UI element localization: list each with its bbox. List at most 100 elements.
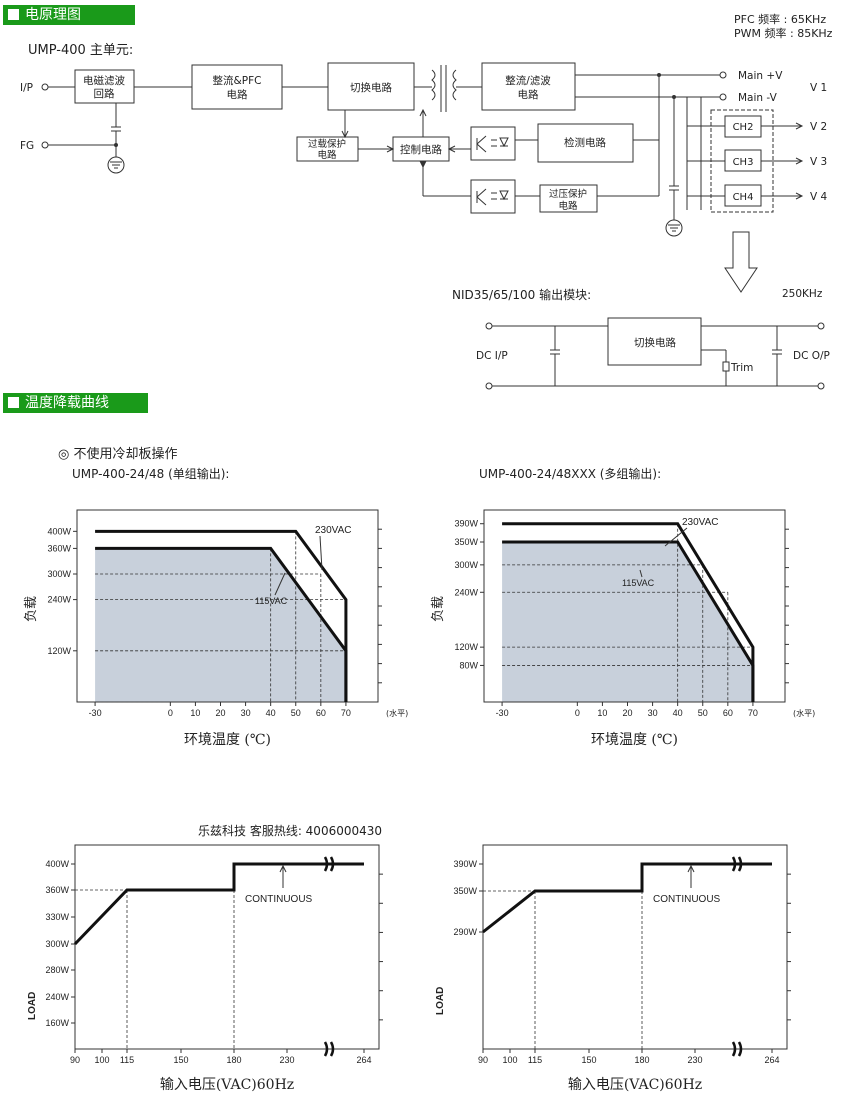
annotation-continuous: CONTINUOUS <box>653 894 721 905</box>
x-tick-label: 150 <box>581 1055 596 1065</box>
y-tick-label: 360W <box>45 885 69 895</box>
chart-title: UMP-400-24/48XXX (多组输出): <box>479 466 661 481</box>
x-tick-label: 90 <box>70 1055 80 1065</box>
x-tick-label: 90 <box>478 1055 488 1065</box>
ovp-block-line1: 过压保护 <box>549 188 587 200</box>
emi-block-line1: 电磁滤波 <box>83 74 125 87</box>
x-tick-label: 230 <box>687 1055 702 1065</box>
y-tick-label: 360W <box>47 543 71 553</box>
main-neg-label: Main -V <box>738 92 778 104</box>
switch-block: 切换电路 <box>350 81 392 94</box>
y-tick-label: 240W <box>45 992 69 1002</box>
module-freq: 250KHz <box>782 288 823 300</box>
rect-block-line2: 电路 <box>518 88 539 101</box>
area-115vac <box>95 548 346 702</box>
x-axis-label: 输入电压(VAC)60Hz <box>568 1077 702 1093</box>
x-tick-label: 70 <box>341 708 351 718</box>
annotation-230vac: 230VAC <box>682 517 719 528</box>
y-axis-label: 负载 <box>431 596 446 622</box>
y-tick-label: 120W <box>47 646 71 656</box>
annotation-115vac: 115VAC <box>622 578 655 588</box>
ch4-block: CH4 <box>733 192 754 203</box>
series-line-115VAC <box>502 540 755 702</box>
y-tick-label: 400W <box>47 526 71 536</box>
y-tick-label: 350W <box>453 886 477 896</box>
rect-block-line1: 整流/滤波 <box>505 74 551 87</box>
x-tick-label: 0 <box>575 708 580 718</box>
emi-block-line2: 回路 <box>94 87 115 100</box>
x-tick-label: 10 <box>190 708 200 718</box>
x-tick-label: 30 <box>648 708 658 718</box>
section-title: 电原理图 <box>25 7 81 23</box>
annotation-115vac: 115VAC <box>255 596 288 606</box>
x-tick-label: 100 <box>502 1055 517 1065</box>
dc-in-label: DC I/P <box>476 350 508 362</box>
x-tick-label: 115 <box>120 1055 134 1065</box>
main-unit-label: UMP-400 主单元: <box>28 43 134 58</box>
x-tick-label: 40 <box>266 708 276 718</box>
annotation-pointer <box>664 527 688 547</box>
series-line-115VAC <box>95 546 348 702</box>
annotation-pointer <box>274 572 286 596</box>
ch3-block: CH3 <box>733 157 754 168</box>
x-tick-label: 50 <box>698 708 708 718</box>
annotation-arrow <box>279 864 287 873</box>
y-axis-label: 负载 <box>24 596 39 622</box>
x-axis-label: 环境温度 (℃) <box>591 732 678 748</box>
y-axis-label: LOAD <box>435 987 446 1015</box>
section-title: 温度降载曲线 <box>25 395 109 411</box>
x-tick-label: 100 <box>94 1055 109 1065</box>
annotation-pointer <box>639 569 643 578</box>
x-tick-label: 115 <box>528 1055 542 1065</box>
fg-label: FG <box>20 140 34 152</box>
x-tick-label: 0 <box>168 708 173 718</box>
x-tick-label: 230 <box>279 1055 294 1065</box>
main-pos-label: Main +V <box>738 70 783 82</box>
ocp-block-line1: 过载保护 <box>308 138 346 150</box>
y-tick-label: 290W <box>453 927 477 937</box>
y-tick-label: 300W <box>47 569 71 579</box>
y-tick-label: 80W <box>459 660 478 670</box>
x-tick-label: 264 <box>764 1055 779 1065</box>
section-header-derating: 温度降载曲线 <box>3 393 148 413</box>
schematic-diagram: 电磁滤波 回路 整流&PFC 电路 切换电路 整流/滤波 电路 过载保护 电路 … <box>20 62 830 390</box>
plot-frame <box>74 844 380 1050</box>
series-line <box>73 862 364 946</box>
series-line <box>482 862 772 934</box>
module-switch-block: 切换电路 <box>634 336 676 349</box>
annotation-arrow <box>687 864 695 873</box>
trim-label: Trim <box>730 362 753 374</box>
x-tick-label: 20 <box>622 708 632 718</box>
y-tick-label: 160W <box>45 1018 69 1028</box>
section-header-schematic: 电原理图 <box>3 5 135 25</box>
x-axis-label: 环境温度 (℃) <box>184 732 271 748</box>
ovp-block-line2: 电路 <box>558 200 578 212</box>
annotation-continuous: CONTINUOUS <box>245 894 313 905</box>
y-axis-label: LOAD <box>27 992 38 1020</box>
y-tick-label: 280W <box>45 965 69 975</box>
y-tick-label: 350W <box>454 537 478 547</box>
v1-label: V 1 <box>810 82 827 94</box>
x-tick-label: 60 <box>316 708 326 718</box>
x-tick-label: 180 <box>634 1055 649 1065</box>
detect-block: 检测电路 <box>564 136 606 149</box>
cooling-note: ◎ 不使用冷却板操作 <box>58 447 178 462</box>
axis-break-mark <box>731 1041 743 1057</box>
x-tick-label: 20 <box>215 708 225 718</box>
y-tick-label: 400W <box>45 859 69 869</box>
plot-frame <box>482 844 788 1050</box>
y-tick-label: 390W <box>454 519 478 529</box>
ocp-block-line2: 电路 <box>317 149 337 161</box>
x-tick-label: 50 <box>291 708 301 718</box>
x-tick-label: 30 <box>241 708 251 718</box>
axis-break-mark <box>323 856 335 872</box>
y-tick-label: 300W <box>454 560 478 570</box>
x-tick-label: 10 <box>597 708 607 718</box>
x-tick-label: 264 <box>356 1055 371 1065</box>
area-115vac <box>502 542 753 702</box>
pfc-block-line2: 电路 <box>227 88 248 101</box>
